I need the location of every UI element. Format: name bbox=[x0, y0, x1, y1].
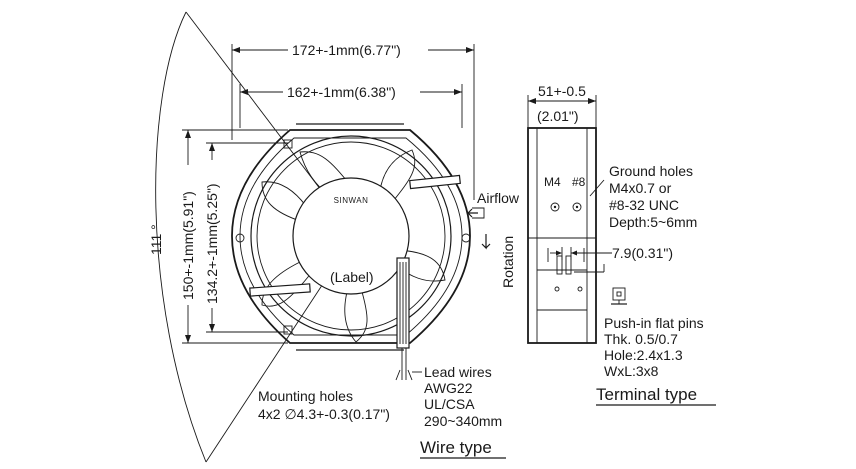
lead-wires-length: 290~340mm bbox=[424, 413, 502, 429]
side-body bbox=[527, 127, 597, 344]
ground-holes-m4: M4x0.7 or bbox=[609, 180, 672, 196]
fan-side-view bbox=[527, 95, 627, 344]
dim-height-inner: 134.2+-1mm(5.25") bbox=[204, 183, 220, 304]
ground-holes-depth: Depth:5~6mm bbox=[609, 214, 697, 230]
flat-pin-icon bbox=[611, 287, 627, 305]
lead-wires-gauge: AWG22 bbox=[424, 380, 473, 396]
ground-holes-unc: #8-32 UNC bbox=[609, 197, 679, 213]
mounting-hole-left bbox=[235, 233, 245, 243]
m4-label: M4 bbox=[544, 175, 561, 189]
fan-housing bbox=[231, 129, 471, 344]
mounting-hole-right bbox=[461, 233, 471, 243]
dim-width-outer: 172+-1mm(6.77") bbox=[292, 42, 401, 58]
lead-wires-title: Lead wires bbox=[424, 364, 492, 380]
terminal-type-caption: Terminal type bbox=[596, 385, 697, 404]
pin-spacing-label: 7.9(0.31") bbox=[612, 245, 673, 261]
ground-hole-no8 bbox=[572, 202, 582, 212]
terminal-pin-left bbox=[556, 255, 563, 275]
wire-type-caption: Wire type bbox=[420, 438, 492, 457]
dim-width-inner: 162+-1mm(6.38") bbox=[287, 84, 396, 100]
rotation-arrow bbox=[481, 234, 491, 250]
ground-hole-m4 bbox=[550, 202, 560, 212]
mounting-tab-top bbox=[283, 139, 293, 149]
fan-ring-outer bbox=[250, 135, 452, 337]
mounting-tab-bottom bbox=[283, 325, 293, 335]
mounting-holes-spec: 4x2 ∅4.3+-0.3(0.17") bbox=[258, 406, 390, 422]
label-text: (Label) bbox=[330, 269, 374, 285]
dim-height-outer: 150+-1mm(5.91") bbox=[180, 191, 196, 300]
flat-pins-thickness: Thk. 0.5/0.7 bbox=[604, 331, 678, 347]
flat-pins-title: Push-in flat pins bbox=[604, 315, 704, 331]
airflow-arrow bbox=[467, 208, 478, 218]
flat-pins-hole: Hole:2.4x1.3 bbox=[604, 347, 683, 363]
airflow-label: Airflow bbox=[477, 190, 520, 206]
no8-label: #8 bbox=[572, 175, 586, 189]
fan-hub bbox=[292, 177, 410, 295]
lead-wires-cert: UL/CSA bbox=[424, 396, 475, 412]
angle-label: 111 ° bbox=[148, 224, 164, 255]
terminal-pin-right bbox=[565, 255, 572, 275]
angle-arc bbox=[155, 11, 207, 463]
brand-logo: SINWAN bbox=[334, 196, 369, 205]
rotation-label: Rotation bbox=[500, 236, 516, 288]
mounting-holes-title: Mounting holes bbox=[258, 388, 353, 404]
ground-holes-title: Ground holes bbox=[609, 163, 693, 179]
dim-depth-mm: 51+-0.5 bbox=[538, 83, 586, 99]
fan-front-view: SINWAN bbox=[155, 11, 491, 463]
fan-blades bbox=[261, 149, 446, 343]
dim-depth-in: (2.01") bbox=[537, 108, 579, 124]
flat-pins-size: WxL:3x8 bbox=[604, 363, 659, 379]
